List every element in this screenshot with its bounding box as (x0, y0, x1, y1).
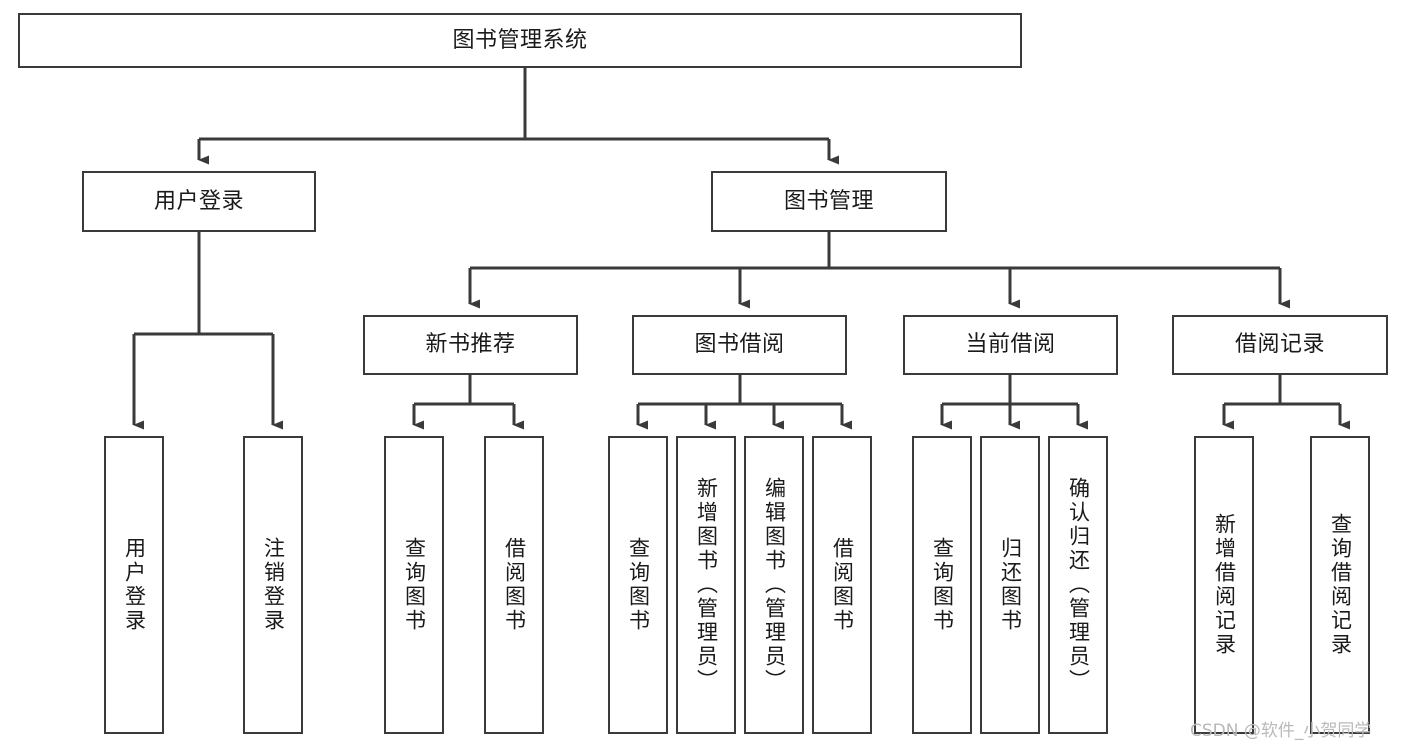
node-label: 查询图书 (402, 537, 427, 633)
leaf-add-borrow-record[interactable]: 新增借阅记录 (1194, 436, 1254, 734)
node-book-management[interactable]: 图书管理 (711, 171, 947, 232)
node-book-borrow[interactable]: 图书借阅 (632, 315, 847, 375)
leaf-query-borrow-record[interactable]: 查询借阅记录 (1310, 436, 1370, 734)
node-label: 图书借阅 (694, 332, 785, 358)
node-label: 借阅图书 (830, 537, 855, 633)
leaf-query-book-new[interactable]: 查询图书 (384, 436, 444, 734)
node-label: 新书推荐 (425, 332, 516, 358)
node-label: 用户登录 (153, 188, 244, 214)
leaf-borrow-book-new[interactable]: 借阅图书 (484, 436, 544, 734)
node-label: 新增借阅记录 (1212, 513, 1237, 657)
leaf-borrow-book[interactable]: 借阅图书 (812, 436, 872, 734)
node-current-borrow[interactable]: 当前借阅 (903, 315, 1118, 375)
node-label: 查询借阅记录 (1328, 513, 1353, 657)
leaf-add-book-admin[interactable]: 新增图书（管理员） (676, 436, 736, 734)
node-label: 归还图书 (998, 537, 1023, 633)
node-label: 图书管理系统 (452, 27, 588, 53)
node-new-book-recommend[interactable]: 新书推荐 (363, 315, 578, 375)
node-root-book-management-system[interactable]: 图书管理系统 (18, 13, 1022, 68)
node-label: 借阅记录 (1234, 332, 1325, 358)
node-label: 确认归还（管理员） (1066, 477, 1091, 693)
node-label: 查询图书 (930, 537, 955, 633)
node-label: 注销登录 (261, 537, 286, 633)
leaf-logout-login[interactable]: 注销登录 (243, 436, 303, 734)
node-label: 图书管理 (783, 188, 874, 214)
node-borrow-record[interactable]: 借阅记录 (1172, 315, 1388, 375)
watermark-text: CSDN @软件_小贺同学 (1190, 721, 1372, 741)
node-label: 借阅图书 (502, 537, 527, 633)
node-label: 当前借阅 (965, 332, 1056, 358)
leaf-user-login[interactable]: 用户登录 (104, 436, 164, 734)
node-user-login[interactable]: 用户登录 (82, 171, 316, 232)
leaf-edit-book-admin[interactable]: 编辑图书（管理员） (744, 436, 804, 734)
csdn-watermark: CSDN @软件_小贺同学 (1190, 716, 1371, 741)
node-label: 新增图书（管理员） (694, 477, 719, 693)
node-label: 查询图书 (626, 537, 651, 633)
leaf-query-book-current[interactable]: 查询图书 (912, 436, 972, 734)
node-label: 编辑图书（管理员） (762, 477, 787, 693)
leaf-query-book-borrow[interactable]: 查询图书 (608, 436, 668, 734)
node-label: 用户登录 (122, 537, 147, 633)
leaf-return-book[interactable]: 归还图书 (980, 436, 1040, 734)
leaf-confirm-return-admin[interactable]: 确认归还（管理员） (1048, 436, 1108, 734)
